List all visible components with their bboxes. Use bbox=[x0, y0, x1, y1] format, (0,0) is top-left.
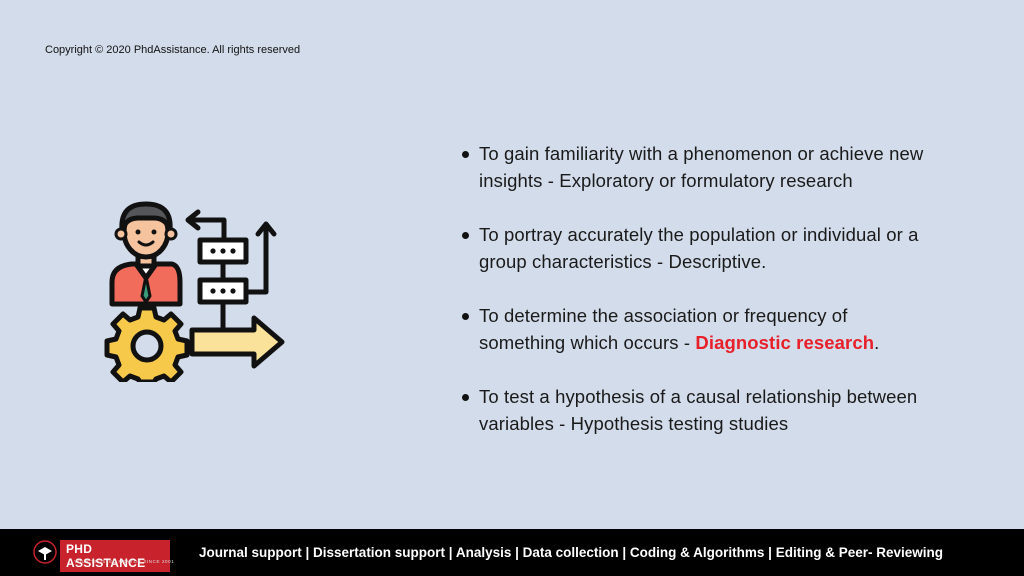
bullet-list: To gain familiarity with a phenomenon or… bbox=[462, 140, 932, 464]
logo-emblem-icon bbox=[33, 540, 57, 564]
arrow-right-icon bbox=[189, 315, 285, 369]
bullet-dot bbox=[462, 151, 469, 158]
bullet-text: To gain familiarity with a phenomenon or… bbox=[479, 143, 924, 191]
researcher-person-icon bbox=[109, 201, 183, 307]
logo-text: PHD ASSISTANCE bbox=[60, 540, 170, 572]
research-illustration bbox=[104, 201, 285, 382]
bullet-item: To gain familiarity with a phenomenon or… bbox=[462, 140, 932, 194]
gear-icon bbox=[104, 305, 190, 382]
bullet-dot bbox=[462, 232, 469, 239]
bullet-text: To portray accurately the population or … bbox=[479, 224, 919, 272]
services-list: Journal support | Dissertation support |… bbox=[199, 545, 943, 560]
logo[interactable]: PHD ASSISTANCE YOUR TRUSTED MENTOR SINCE… bbox=[30, 537, 174, 572]
flowchart-icon bbox=[185, 209, 277, 331]
bullet-dot bbox=[462, 313, 469, 320]
bullet-item: To test a hypothesis of a causal relatio… bbox=[462, 383, 932, 437]
footer-bar: PHD ASSISTANCE YOUR TRUSTED MENTOR SINCE… bbox=[0, 529, 1024, 576]
bullet-item: To portray accurately the population or … bbox=[462, 221, 932, 275]
logo-tagline: YOUR TRUSTED MENTOR SINCE 2001 bbox=[74, 559, 175, 564]
bullet-text: To determine the association or frequenc… bbox=[479, 305, 848, 353]
bullet-text-end: . bbox=[874, 332, 880, 353]
bullet-item: To determine the association or frequenc… bbox=[462, 302, 932, 356]
highlight-text: Diagnostic research bbox=[695, 332, 875, 353]
bullet-text: To test a hypothesis of a causal relatio… bbox=[479, 386, 918, 434]
bullet-dot bbox=[462, 394, 469, 401]
copyright-text: Copyright © 2020 PhdAssistance. All righ… bbox=[45, 44, 301, 56]
